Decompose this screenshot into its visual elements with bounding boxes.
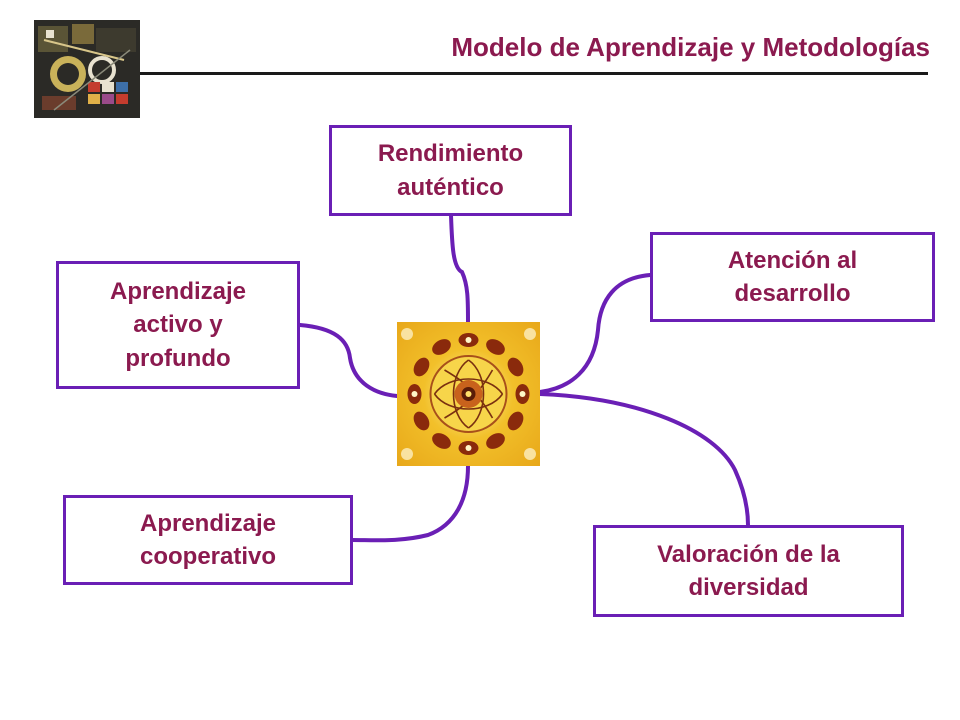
connector-cooperativo xyxy=(350,464,470,543)
connector-rendimiento xyxy=(449,213,470,324)
node-rendimiento-autentico: Rendimiento auténtico xyxy=(329,125,572,216)
abstract-painting-logo xyxy=(34,20,140,118)
node-aprendizaje-activo: Aprendizaje activo y profundo xyxy=(56,261,300,389)
mandala-image xyxy=(397,322,540,466)
connector-valoracion xyxy=(538,392,750,527)
page-title: Modelo de Aprendizaje y Metodologías xyxy=(451,32,930,62)
title-underline xyxy=(140,72,928,75)
node-atencion-desarrollo: Atención al desarrollo xyxy=(650,232,935,322)
connector-atencion xyxy=(538,273,652,394)
connector-activo xyxy=(298,323,399,398)
node-aprendizaje-cooperativo: Aprendizaje cooperativo xyxy=(63,495,353,585)
node-valoracion-diversidad: Valoración de la diversidad xyxy=(593,525,904,617)
